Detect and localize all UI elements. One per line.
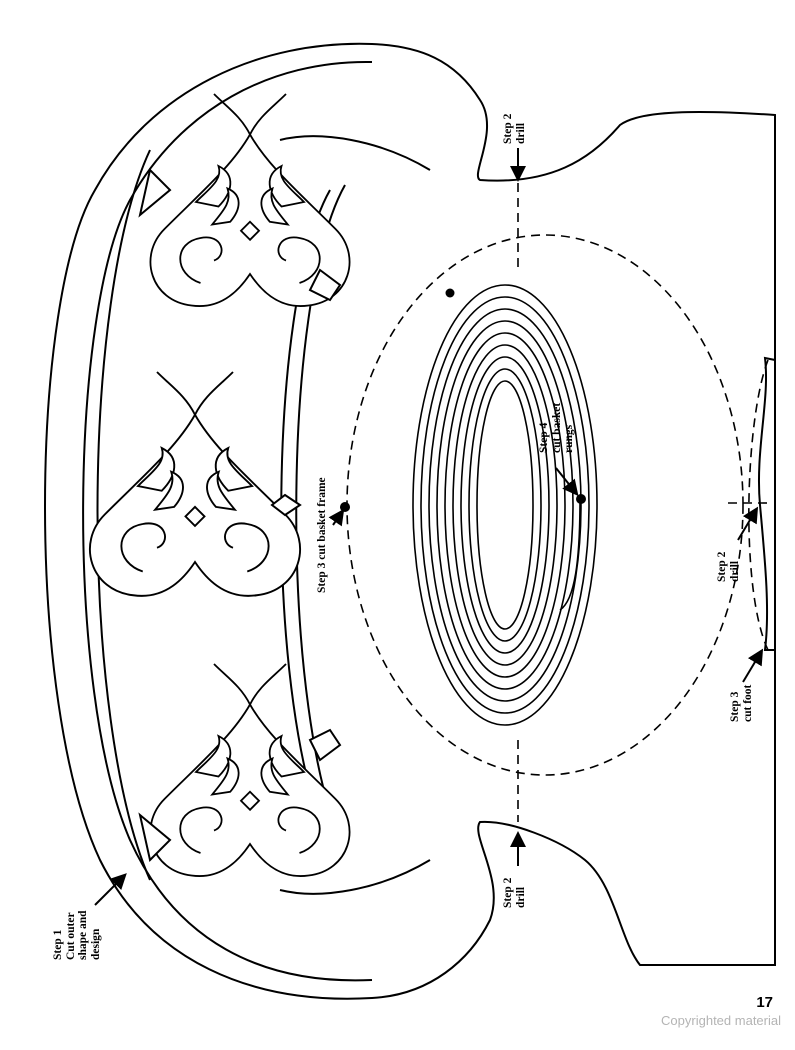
step4-label: Step 4 cut basket rungs [538, 402, 575, 453]
step1-label: Step 1 Cut outer shape and design [52, 910, 102, 960]
copyright-notice: Copyrighted material [661, 1013, 781, 1028]
step3-foot-label: Step 3 cut foot [729, 684, 754, 722]
step2-right-label: Step 2 drill [716, 551, 741, 582]
page-number: 17 [756, 994, 773, 1011]
step3-frame-label: Step 3 cut basket frame [316, 477, 328, 593]
step2-top-label: Step 2 drill [502, 113, 527, 144]
step2-bottom-label: Step 2 drill [502, 877, 527, 908]
